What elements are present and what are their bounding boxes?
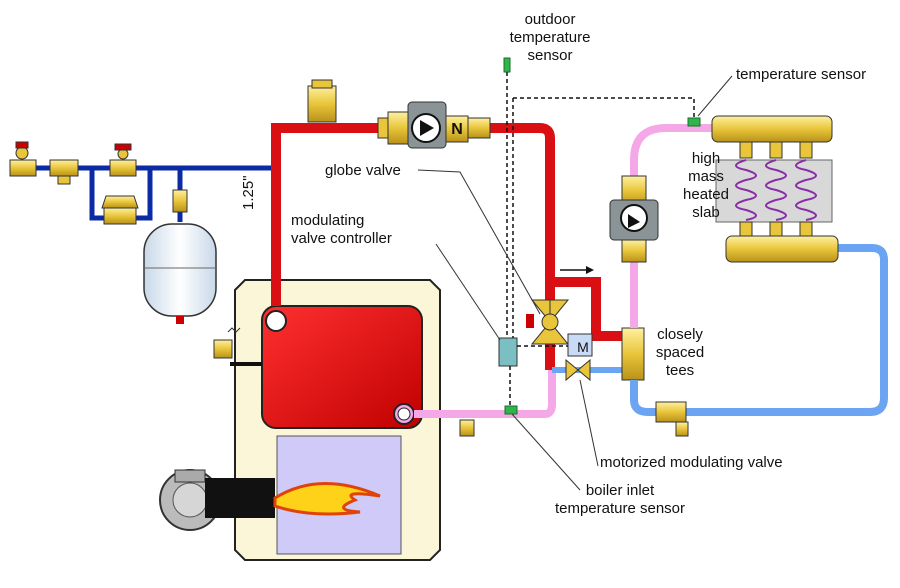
slab-line-1: high	[691, 150, 721, 167]
boiler-inlet-line-2: temperature sensor	[554, 500, 686, 517]
slab-loop-pipe	[630, 124, 888, 416]
tees-line-3: tees	[665, 362, 695, 379]
control-wiring	[506, 72, 695, 406]
heated-slab	[715, 159, 833, 223]
tees-label: closely spaced tees	[648, 326, 712, 380]
modulating-controller-line-1: modulating	[291, 212, 365, 229]
slab-label: high mass heated slab	[674, 150, 738, 222]
slab-line-4: slab	[692, 204, 720, 221]
burner	[159, 469, 381, 531]
boiler-relief-valve	[213, 327, 262, 366]
boiler-return-pipe	[414, 367, 622, 418]
globe-valve	[526, 299, 570, 345]
slab-line-3: heated	[683, 186, 729, 203]
pipe-size-label: 1.25"	[240, 175, 257, 210]
expansion-tank	[143, 189, 217, 324]
boiler-circulator: N	[377, 101, 491, 149]
modulating-controller-label: modulating valve controller	[291, 212, 392, 248]
boiler-inlet-sensor-label: boiler inlet temperature sensor	[540, 482, 700, 518]
boiler-inlet-sensor	[504, 405, 518, 415]
return-manifold	[725, 221, 839, 263]
pressure-reducing-valve	[101, 195, 139, 225]
boiler-supply-pipe	[271, 123, 622, 370]
boiler-inlet-line-1: boiler inlet	[585, 482, 655, 499]
air-separator	[307, 79, 337, 123]
motorized-valve-label: motorized modulating valve	[600, 454, 783, 471]
outdoor-sensor-label: outdoor temperature sensor	[496, 11, 604, 65]
outdoor-sensor-line-3: sensor	[527, 47, 573, 64]
modulating-controller-line-2: valve controller	[291, 230, 392, 247]
leader-lines	[417, 75, 733, 491]
ball-valve-makeup	[109, 143, 137, 177]
actuator-letter: M	[577, 339, 589, 355]
supply-manifold	[711, 115, 833, 159]
outdoor-sensor-line-2: temperature	[509, 29, 591, 46]
globe-valve-label: globe valve	[325, 162, 401, 179]
outdoor-sensor-line-1: outdoor	[524, 11, 576, 28]
temperature-sensor-label: temperature sensor	[736, 66, 867, 83]
slab-line-2: mass	[688, 168, 724, 185]
tees-line-1: closely	[657, 326, 703, 343]
modulating-controller	[498, 337, 518, 367]
motorized-valve	[565, 333, 593, 382]
slab-supply-sensor	[687, 117, 701, 127]
slab-circulator	[609, 175, 659, 263]
tees-line-2: spaced	[655, 344, 705, 361]
drain-valve	[459, 419, 475, 437]
backflow-preventer	[9, 141, 79, 185]
closely-spaced-tees	[621, 327, 645, 381]
svg-text:N: N	[451, 121, 463, 138]
flow-arrow	[560, 266, 594, 274]
return-isolation-valve	[655, 401, 689, 437]
